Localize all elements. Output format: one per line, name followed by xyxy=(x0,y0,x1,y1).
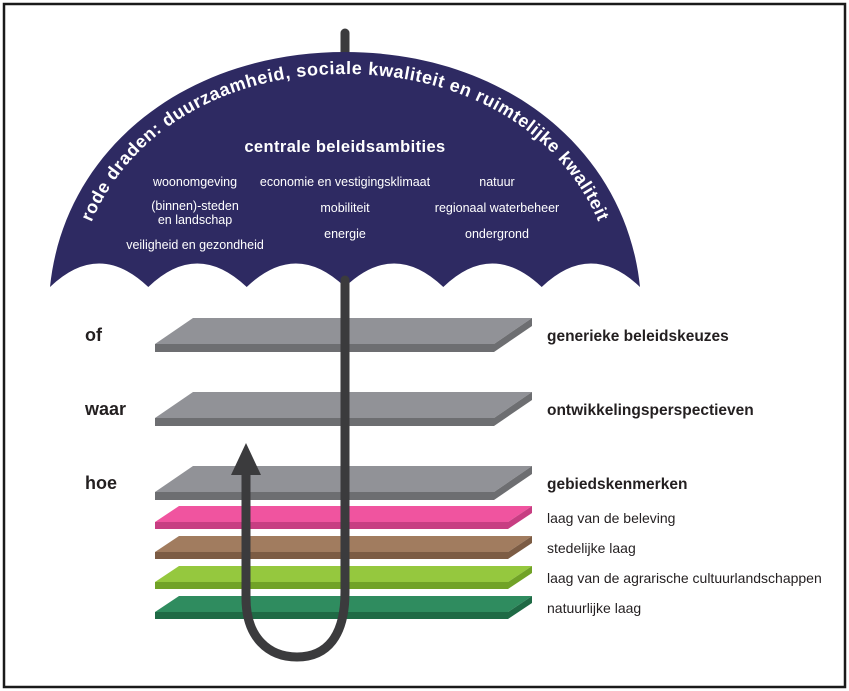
slab-side xyxy=(508,596,532,619)
ambition-item: en landschap xyxy=(158,213,232,227)
left-label-hoe: hoe xyxy=(85,473,117,493)
layer-label-laag-van-de-beleving: laag van de beleving xyxy=(547,510,675,526)
slab-front xyxy=(155,344,494,352)
left-label-waar: waar xyxy=(84,399,126,419)
slab-side xyxy=(494,466,532,500)
layer-label-ontwikkelingsperspectieven: ontwikkelingsperspectieven xyxy=(547,402,754,419)
slab-front xyxy=(155,418,494,426)
layer-label-natuurlijke-laag: natuurlijke laag xyxy=(547,600,641,616)
arrow-head-icon xyxy=(231,443,261,475)
layer-label-stedelijke-laag: stedelijke laag xyxy=(547,540,636,556)
ambition-item: (binnen)-steden xyxy=(151,199,239,213)
ambition-item: ondergrond xyxy=(465,227,529,241)
umbrella-canopy xyxy=(50,52,640,287)
ambition-item: natuur xyxy=(479,175,514,189)
umbrella-pole-arrow xyxy=(241,275,350,662)
ambition-item: mobiliteit xyxy=(320,201,370,215)
slab-side xyxy=(508,566,532,589)
slab-front xyxy=(155,612,508,619)
umbrella-title: centrale beleidsambities xyxy=(244,138,445,156)
slab-front xyxy=(155,492,494,500)
slab-front xyxy=(155,582,508,589)
slab-side xyxy=(494,318,532,352)
layer-label-gebiedskenmerken: gebiedskenmerken xyxy=(547,476,687,493)
ambition-item: economie en vestigingsklimaat xyxy=(260,175,431,189)
ambition-item: regionaal waterbeheer xyxy=(435,201,559,215)
layer-label-agrarische-cultuurlandschappen: laag van de agrarische cultuurlandschapp… xyxy=(547,570,822,586)
ambition-item: veiligheid en gezondheid xyxy=(126,238,264,252)
slab-side xyxy=(494,392,532,426)
slab-side xyxy=(508,506,532,529)
ambition-item: woonomgeving xyxy=(152,175,237,189)
ambition-item: energie xyxy=(324,227,366,241)
left-label-of: of xyxy=(85,325,103,345)
slab-side xyxy=(508,536,532,559)
layer-label-generieke-beleidskeuzes: generieke beleidskeuzes xyxy=(547,328,729,345)
slab-front xyxy=(155,522,508,529)
slab-front xyxy=(155,552,508,559)
